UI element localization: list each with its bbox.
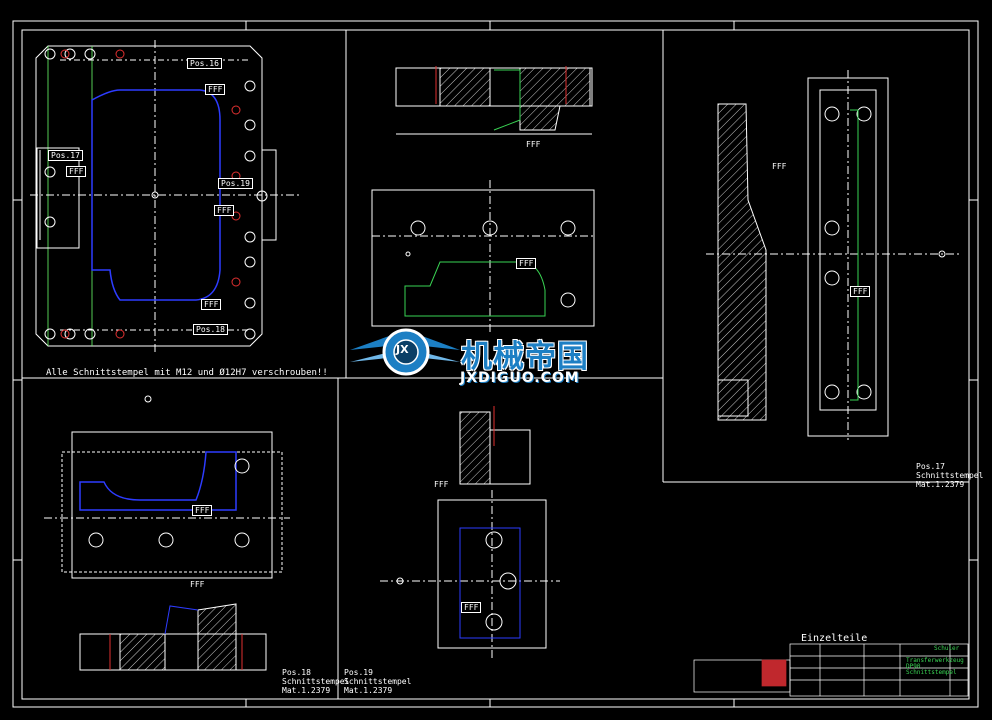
sheet-title: Einzelteile — [801, 633, 868, 644]
label-fff-7: FFF — [772, 162, 787, 171]
logo-text-cn: 机械帝国 — [461, 339, 589, 375]
label-pos16: Pos.16 — [187, 58, 222, 69]
title-block — [693, 643, 969, 697]
view-section-top-middle — [371, 66, 595, 332]
sheet-inner-border — [21, 29, 970, 700]
label-fff-2: FFF — [66, 166, 87, 177]
label-pos17: Pos.17 — [48, 150, 83, 161]
titleblock-detail: Schnittstempel — [906, 669, 957, 676]
view-part-pos18 — [44, 395, 290, 671]
titleblock-company: Schuler — [934, 645, 960, 652]
label-fff-3: FFF — [214, 205, 235, 216]
label-fff-11: FFF — [434, 480, 449, 489]
view-part-pos17 — [706, 70, 960, 440]
label-fff-4: FFF — [201, 299, 222, 310]
label-fff-9: FFF — [192, 505, 213, 516]
view-part-pos19 — [380, 406, 560, 660]
logo-gear-icon — [350, 328, 460, 376]
label-fff-12: FFF — [461, 602, 482, 613]
label-pos19: Pos.19 — [218, 178, 253, 189]
part-callout-pos17: Pos.17 Schnittstempel Mat.1.2379 — [916, 462, 984, 489]
watermark-logo: 机械帝国 JXDIGUO.COM JX — [348, 326, 648, 386]
view-plate-top — [30, 40, 300, 352]
sheet-outer-border — [12, 20, 979, 708]
titleblock-drawing: Transferwerkzeug DP90 — [906, 657, 964, 670]
logo-badge-text: JX — [396, 343, 409, 356]
label-fff-10: FFF — [190, 580, 205, 589]
general-note: Alle Schnittstempel mit M12 und Ø12H7 ve… — [46, 368, 328, 378]
label-fff-8: FFF — [850, 286, 871, 297]
part-callout-pos18: Pos.18 Schnittstempel Mat.1.2379 — [282, 668, 350, 695]
logo-text-en: JXDIGUO.COM — [460, 370, 580, 386]
label-fff-5: FFF — [526, 140, 541, 149]
part-callout-pos19: Pos.19 Schnittstempel Mat.1.2379 — [344, 668, 412, 695]
label-fff-6: FFF — [516, 258, 537, 269]
label-fff-1: FFF — [205, 84, 226, 95]
label-pos18: Pos.18 — [193, 324, 228, 335]
